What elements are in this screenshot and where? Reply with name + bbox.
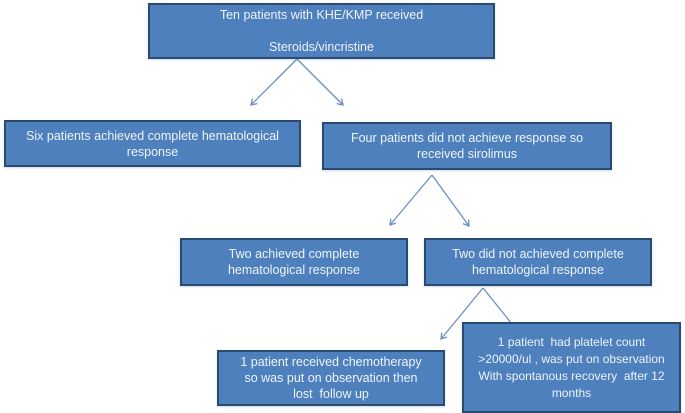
node-line: hematological response: [471, 263, 605, 277]
node-ten-patients: Ten patients with KHE/KMP received Stero…: [148, 3, 495, 59]
node-line: lost follow up: [293, 387, 369, 401]
node-six-complete-response: Six patients achieved complete hematolog…: [4, 120, 301, 167]
node-line: Ten patients with KHE/KMP received: [219, 8, 424, 22]
node-line: response: [126, 144, 179, 159]
node-line: With spontanous recovery after 12: [478, 368, 665, 383]
node-line: 1 patient had platelet count: [497, 334, 646, 349]
node-line: Two did not achieved complete: [452, 247, 624, 261]
node-line: received sirolimus: [416, 147, 518, 161]
node-two-not-complete-response: Two did not achieved complete hematologi…: [424, 238, 652, 286]
node-platelet-observation: 1 patient had platelet count >20000/ul ,…: [462, 322, 681, 413]
node-four-no-response: Four patients did not achieve response s…: [322, 122, 612, 170]
node-two-complete-response: Two achieved complete hematological resp…: [180, 238, 408, 286]
node-chemotherapy-lost-followup: 1 patient received chemotherapy so was p…: [217, 350, 445, 406]
arrow-four-to-two-not: [431, 174, 469, 226]
node-line: 1 patient received chemotherapy: [240, 355, 422, 369]
arrow-two-not-to-platelet: [482, 287, 513, 325]
node-line: Four patients did not achieve response s…: [350, 131, 584, 145]
node-line: >20000/ul , was put on observation: [478, 351, 665, 366]
arrow-ten-to-four: [296, 58, 343, 105]
arrow-four-to-two-complete: [390, 174, 433, 225]
node-line: months: [551, 385, 592, 400]
node-line: Six patients achieved complete hematolog…: [26, 128, 279, 143]
node-line: so was put on observation then: [244, 371, 418, 385]
node-line: hematological response: [227, 263, 361, 277]
node-line: Two achieved complete: [228, 247, 360, 261]
arrow-ten-to-six: [251, 58, 298, 105]
node-line: Steroids/vincristine: [269, 40, 374, 54]
